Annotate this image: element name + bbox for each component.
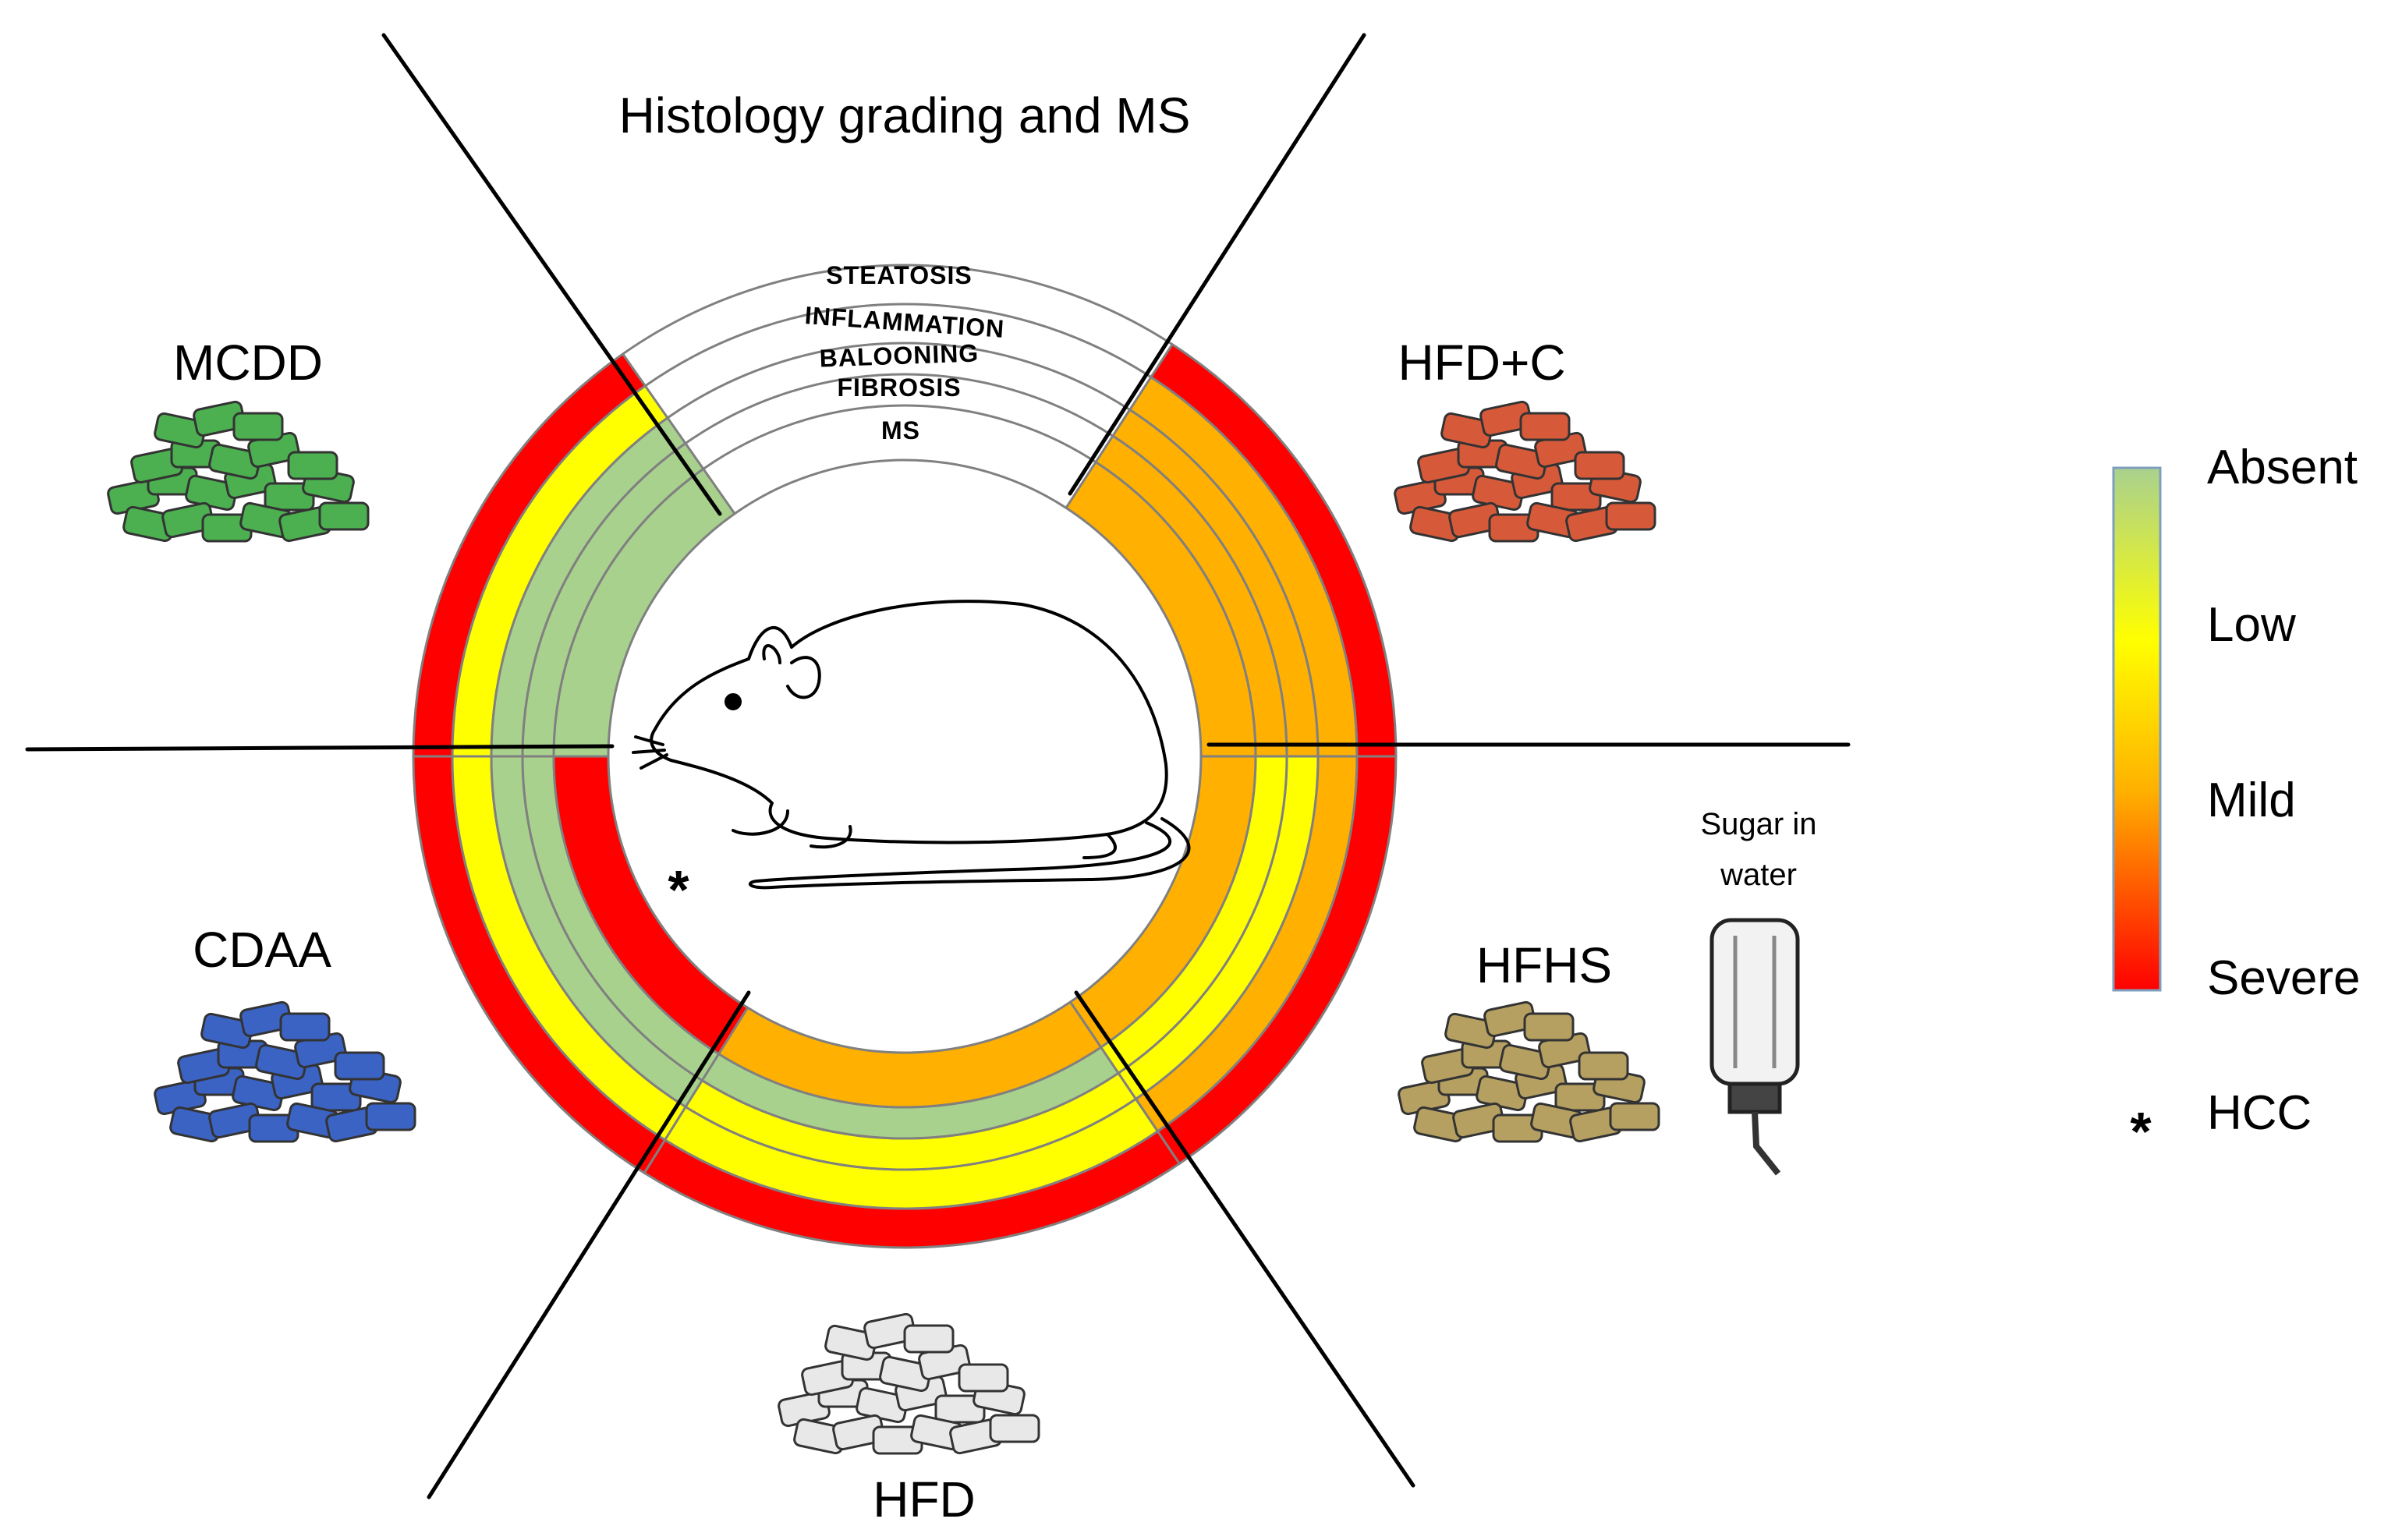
legend-low: Low xyxy=(2207,598,2296,652)
grade-segment-cdaa-ms xyxy=(552,755,749,1056)
legend-absent: Absent xyxy=(2207,441,2358,494)
legend-hcc-label: HCC xyxy=(2207,1086,2312,1140)
legend-colorbar xyxy=(2112,466,2162,992)
pellet xyxy=(264,482,315,512)
pellet xyxy=(232,412,284,441)
label-ring-arc xyxy=(622,264,1173,356)
ring-label-ballooning: BALOONING xyxy=(819,338,980,372)
diagram-title: Histology grading and MS xyxy=(619,87,1191,143)
pellet xyxy=(1519,412,1571,441)
diet-label-hfhs: HFHS xyxy=(1476,937,1612,993)
grade-segment-hfhs-ms xyxy=(1068,755,1257,1050)
sugar-note-line1: Sugar in xyxy=(1701,807,1817,841)
divider-bottom-right xyxy=(1074,990,1415,1488)
pellet xyxy=(318,501,370,531)
label-ring-arc xyxy=(644,303,1152,388)
pellet xyxy=(1609,1102,1660,1131)
grading-rings xyxy=(412,342,1398,1249)
pellet xyxy=(1605,501,1656,531)
ring-label-fibrosis: FIBROSIS xyxy=(837,373,961,402)
sugar-note-line2: water xyxy=(1720,858,1797,892)
pellet xyxy=(334,1051,385,1081)
pellet xyxy=(1550,482,1602,512)
pellet xyxy=(1523,1012,1575,1042)
food-pellets-icon xyxy=(1398,1000,1660,1143)
ring-labels: STEATOSIS INFLAMMATION BALOONING FIBROSI… xyxy=(804,261,1006,444)
food-pellets-icon xyxy=(107,400,370,543)
hcc-marker: * xyxy=(668,859,689,920)
legend-mild: Mild xyxy=(2207,774,2296,827)
legend-hcc-symbol: * xyxy=(2130,1101,2152,1162)
divider-top-right xyxy=(1068,33,1366,496)
label-ring-arc xyxy=(685,373,1114,444)
pellet xyxy=(934,1394,986,1424)
pellet xyxy=(310,1082,362,1112)
sector-dividers xyxy=(25,33,1851,1499)
pellet xyxy=(903,1324,955,1354)
grade-segment-hfd-ms xyxy=(717,1000,1103,1109)
label-ring-arc xyxy=(734,458,1067,515)
ring-label-sector xyxy=(622,264,1173,515)
legend-severe: Severe xyxy=(2207,951,2360,1005)
food-pellets-icon xyxy=(154,1000,416,1143)
label-ring-arc xyxy=(703,404,1097,470)
ring-label-steatosis: STEATOSIS xyxy=(826,261,972,289)
diet-label-mcdd: MCDD xyxy=(173,335,323,391)
pellet xyxy=(1578,1051,1629,1081)
food-pellets-icon xyxy=(1394,400,1656,543)
food-pellets-icon xyxy=(778,1312,1040,1455)
diet-label-cdaa: CDAA xyxy=(193,922,331,978)
divider-bottom-left xyxy=(427,990,751,1499)
pellet xyxy=(1554,1082,1606,1112)
pellet xyxy=(365,1102,416,1131)
divider-left xyxy=(25,744,615,752)
divider-top-left xyxy=(381,33,722,516)
severity-legend: Absent Low Mild Severe * HCC xyxy=(2112,441,2360,1162)
diet-label-hfd: HFD xyxy=(873,1471,976,1528)
pellet xyxy=(1574,451,1625,480)
pellet xyxy=(279,1012,331,1042)
ring-label-ms: MS xyxy=(881,416,920,444)
pellet xyxy=(958,1363,1009,1393)
ring-label-inflammation: INFLAMMATION xyxy=(804,301,1006,343)
label-ring-arc xyxy=(667,342,1131,420)
grade-segment-hfdc-ms xyxy=(1064,460,1257,758)
pellet xyxy=(989,1414,1040,1443)
rat-icon xyxy=(632,600,1191,890)
water-bottle-icon xyxy=(1709,918,1800,1176)
pellet xyxy=(287,451,338,480)
diet-label-hfdc: HFD+C xyxy=(1398,335,1565,391)
